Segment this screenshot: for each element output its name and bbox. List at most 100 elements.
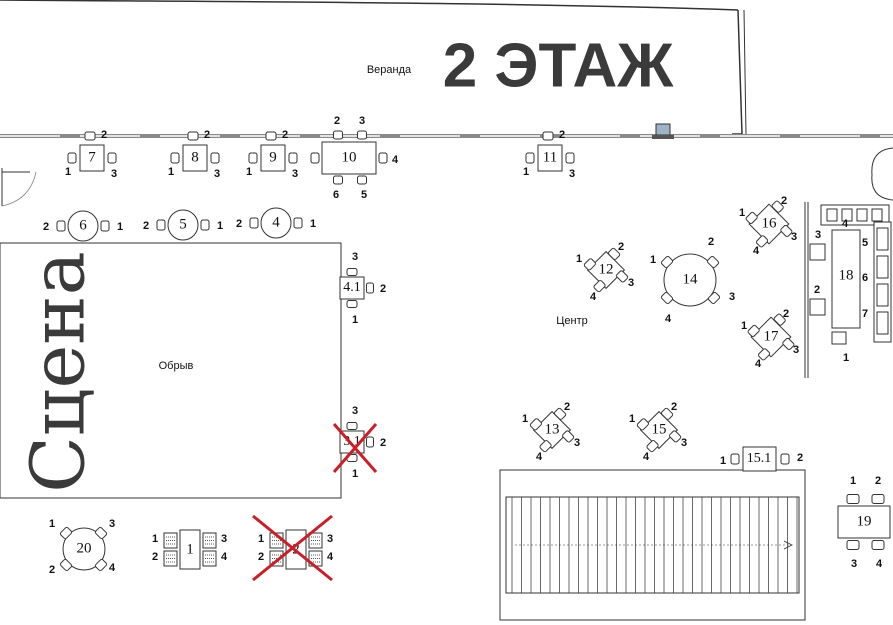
seat-number: 6 (333, 189, 339, 201)
chair-seat (593, 280, 606, 293)
chair (378, 152, 388, 164)
chair (333, 130, 343, 140)
seat-number: 1 (843, 352, 849, 364)
chair-seat (59, 526, 73, 540)
chair (616, 270, 629, 283)
armchair (831, 331, 847, 345)
table-number: 11 (543, 149, 557, 165)
armchair (809, 243, 826, 261)
table-top (639, 410, 679, 450)
table-number: 17 (764, 328, 780, 344)
table-top (79, 144, 105, 172)
table-number: 7 (88, 149, 96, 165)
seat-number: 3 (352, 405, 358, 417)
chair (542, 131, 554, 141)
seat-number: 2 (236, 218, 242, 230)
chair (346, 268, 358, 276)
cliff-label: Обрыв (159, 360, 194, 372)
seat-number: 2 (258, 551, 264, 563)
chair-seat (780, 224, 793, 237)
chair (346, 422, 358, 430)
seat-number: 4 (755, 358, 762, 370)
seat-number: 1 (523, 166, 529, 178)
door (871, 174, 893, 201)
chair-seat (782, 337, 795, 350)
seat-number: 3 (628, 277, 634, 289)
table-top (532, 410, 572, 450)
stage-outline (0, 242, 342, 499)
chair-seat (745, 211, 758, 224)
veranda-label: Веранда (367, 64, 412, 76)
seat-number: 4 (536, 451, 543, 463)
sofa-cushion (876, 227, 889, 251)
seat-number: 1 (49, 518, 55, 530)
chair (707, 291, 721, 305)
seat-number: 3 (574, 437, 580, 449)
table-number: 4.1 (343, 280, 361, 295)
seat-number: 3 (359, 115, 365, 127)
chair (525, 152, 535, 164)
chair (871, 540, 885, 550)
monitor-base (652, 135, 674, 139)
table-top (260, 144, 286, 172)
seat-number: 3 (111, 168, 117, 180)
chair-seat (94, 558, 108, 572)
chair (67, 152, 77, 164)
seat-number: 2 (564, 401, 570, 413)
chair (265, 131, 277, 141)
chair-seat (646, 440, 659, 453)
seat-number: 1 (117, 221, 123, 233)
chair (593, 280, 606, 293)
table-number: 15 (652, 421, 667, 437)
table-number: 19 (857, 513, 872, 529)
table-number: 5 (179, 216, 187, 232)
chair (562, 430, 575, 443)
cross-stroke (252, 514, 333, 582)
seat-number: 3 (729, 291, 735, 303)
seat-number: 3 (292, 168, 298, 180)
chair-seat (608, 247, 621, 260)
table-number: 14 (683, 271, 699, 287)
seat-number: 3 (681, 437, 687, 449)
chair (846, 540, 860, 550)
chair-seat (562, 430, 575, 443)
seat-number: 1 (522, 413, 528, 425)
sofa-cushion (876, 255, 889, 279)
cancelled-cross (252, 514, 333, 582)
seat-number: 1 (720, 455, 726, 467)
table-top (179, 529, 201, 570)
seat-number: 4 (392, 154, 399, 166)
table-top (742, 446, 777, 472)
seat-number: 5 (862, 237, 868, 249)
table-top (339, 276, 365, 300)
chair-seat (706, 255, 720, 269)
seat-number: 1 (352, 468, 358, 480)
seat-number: 4 (876, 558, 883, 570)
center-label: Центр (556, 315, 588, 327)
chair (730, 453, 740, 465)
chair (100, 220, 110, 232)
